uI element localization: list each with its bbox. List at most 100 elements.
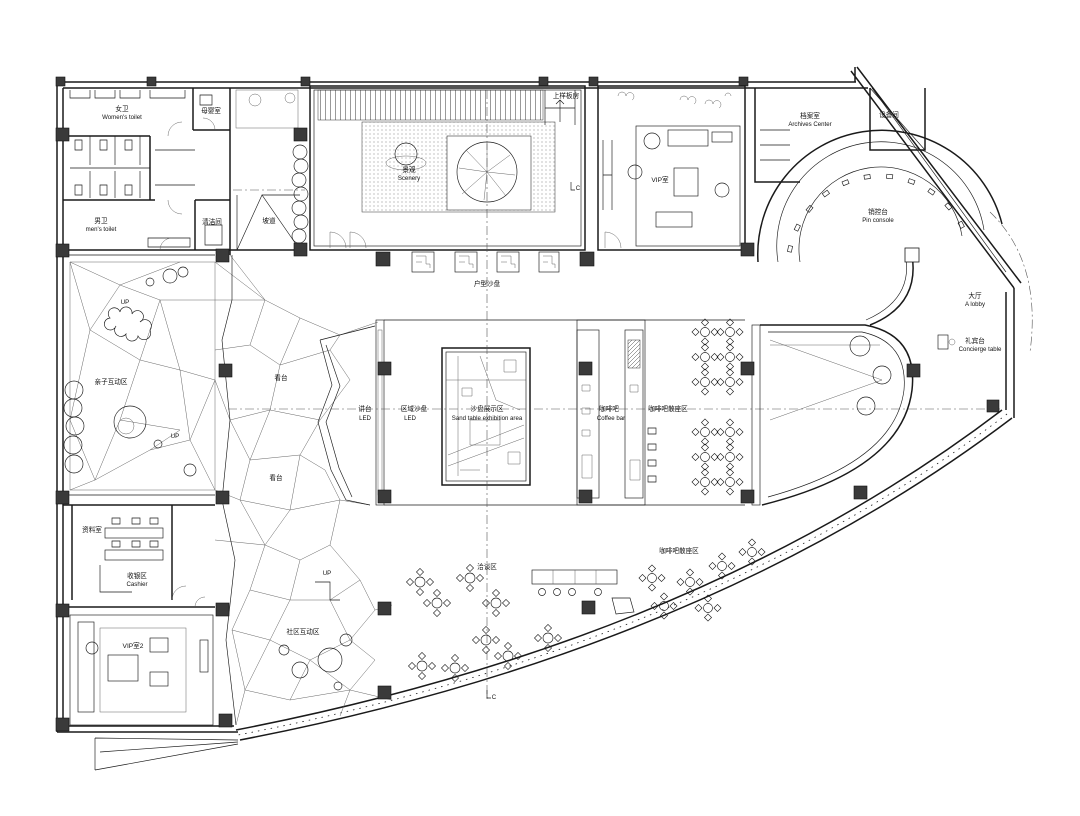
tree (63, 398, 83, 418)
chair (716, 353, 725, 361)
stool (594, 588, 602, 596)
chair (695, 578, 704, 586)
shrub (291, 172, 307, 188)
chair (638, 574, 647, 582)
column (55, 717, 70, 732)
chair (660, 592, 668, 601)
table-set (494, 642, 522, 670)
pin-console-label: 销控台 (868, 207, 888, 216)
community-seat (291, 661, 309, 679)
vip-room-walls (597, 85, 746, 251)
long-table-dividers (552, 570, 597, 584)
unit-model-detail (416, 255, 431, 268)
area-model-label: 区域沙盘 (401, 404, 428, 413)
console-chair (841, 179, 850, 187)
chair (554, 634, 562, 642)
columns (55, 127, 1000, 732)
up-marker: UP (121, 299, 129, 306)
chair (504, 662, 512, 670)
community-seat (333, 681, 343, 691)
equipment-room-label: 设备间 (879, 110, 899, 119)
table-top (542, 632, 554, 644)
chair (660, 611, 668, 620)
column (293, 127, 308, 142)
chair (451, 674, 459, 682)
archives-block (754, 87, 926, 183)
table-set (716, 418, 744, 446)
vip2-room (69, 614, 214, 726)
tree (64, 454, 84, 474)
column (588, 76, 599, 87)
column (375, 251, 391, 267)
lobby-slim-wall (869, 254, 914, 326)
chair (676, 578, 685, 586)
table-set (716, 343, 744, 371)
table-set (708, 552, 736, 580)
bottom-left-wall (57, 725, 238, 733)
chair (716, 478, 725, 486)
table-set (456, 564, 484, 592)
grandstand-facets (214, 254, 393, 726)
community-area-label: 社区互动区 (287, 627, 320, 636)
exterior-steps (94, 737, 239, 771)
chair (735, 428, 744, 436)
grandstand-label: 看台 (274, 373, 288, 382)
cashier-walls (63, 504, 215, 608)
equipment-diagonal (869, 87, 926, 151)
vip2-cabinet (199, 639, 209, 673)
chair (710, 478, 719, 486)
chair (482, 646, 490, 654)
kids-area-label: 亲子互动区 (95, 377, 128, 386)
table-top (490, 597, 502, 609)
chair (710, 428, 719, 436)
chair (704, 613, 712, 622)
console-chair (907, 178, 916, 185)
play-circle (113, 405, 147, 439)
chair (726, 387, 734, 396)
stool (553, 588, 561, 596)
vip-sofa-2 (655, 211, 693, 228)
shrub (291, 228, 307, 244)
chair (701, 337, 709, 346)
coffee-seating-2-label: 咖啡吧散座区 (659, 546, 699, 555)
console-chair (793, 223, 801, 232)
column (215, 602, 230, 617)
chair (502, 599, 510, 607)
unit-model-detail (459, 255, 474, 268)
column (146, 76, 157, 87)
column-outline (904, 247, 920, 263)
column (215, 248, 230, 263)
data-room-desk (104, 549, 164, 561)
scenery-tree-bed (446, 135, 532, 211)
stool (568, 588, 576, 596)
table-set (638, 564, 666, 592)
kids-area-facets (69, 261, 216, 491)
chair (514, 652, 522, 660)
data-room-chairs (111, 517, 159, 548)
column (55, 603, 70, 618)
kids-area-wall (63, 254, 215, 496)
table-set (482, 589, 510, 617)
chair (492, 636, 500, 644)
chair (691, 378, 700, 386)
chair (456, 574, 464, 582)
up-step-mark (315, 581, 340, 601)
console-chair (805, 204, 814, 213)
fountain-basin (385, 155, 427, 171)
chair (433, 609, 441, 617)
chair (544, 624, 552, 632)
table-top (431, 597, 443, 609)
grandstand-label: 看台 (269, 473, 283, 482)
toilet-fixtures (69, 90, 223, 248)
chair (710, 378, 719, 386)
chair (418, 652, 426, 660)
chair (466, 584, 474, 592)
coffee-bar-label: 咖啡吧 (599, 404, 619, 413)
table-top (502, 650, 514, 662)
service-counter (611, 597, 635, 615)
table-top (703, 603, 713, 613)
podium-label: 讲台 (358, 404, 372, 413)
chair (738, 548, 747, 556)
northeast-wall (850, 66, 1022, 289)
shrub (293, 186, 309, 202)
